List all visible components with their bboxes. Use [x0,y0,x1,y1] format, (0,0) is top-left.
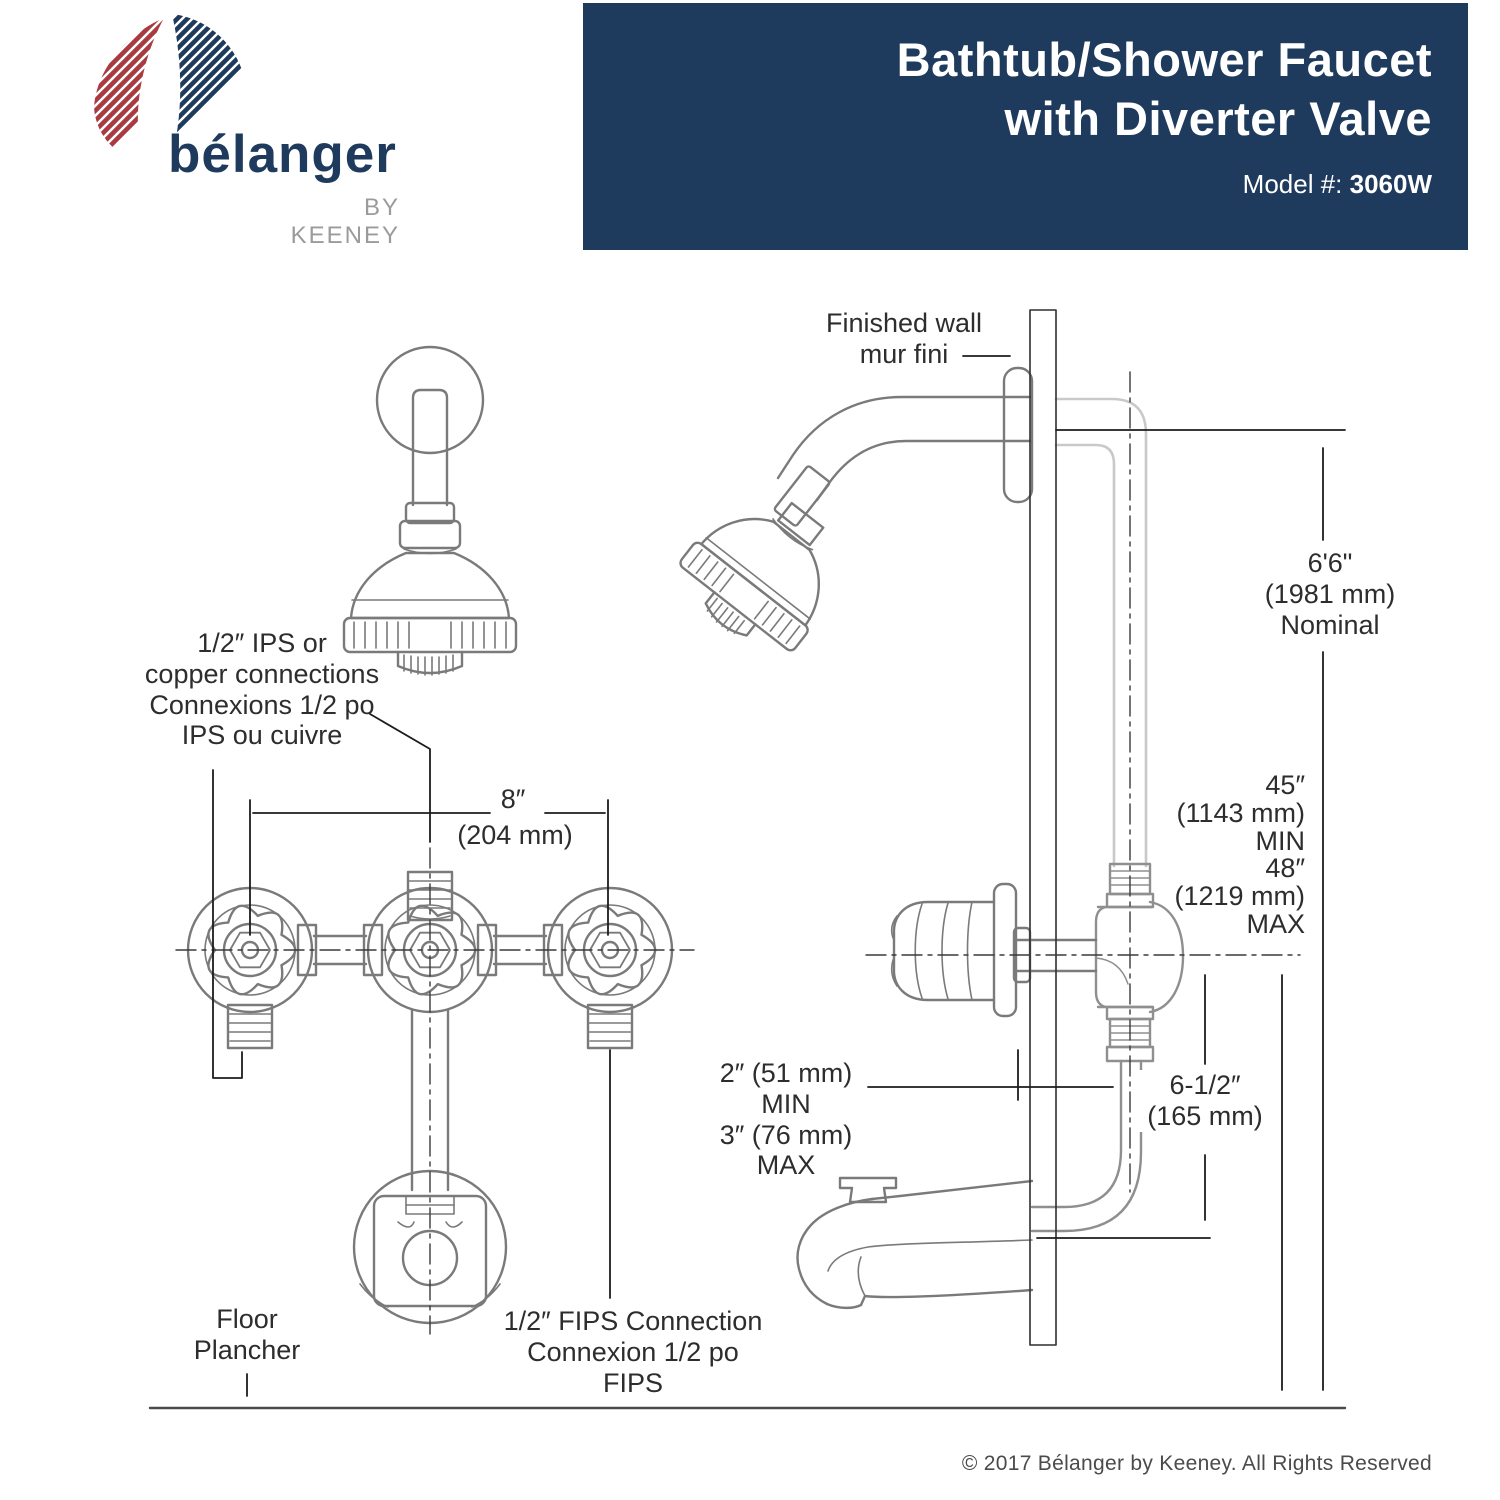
label-floor: Floor Plancher [193,1304,301,1365]
label-dim-8-mm: (204 mm) [457,820,573,850]
copyright-text: © 2017 Bélanger by Keeney. All Rights Re… [961,1452,1432,1475]
front-view-shower-head [342,345,518,676]
belanger-logo-icon [94,14,246,164]
label-valve-height: 45″ (1143 mm) MIN 48″ (1219 mm) MAX [1174,770,1305,939]
side-view-dimensions [867,355,1346,1391]
brand-byline: BY KEENEY [290,194,400,249]
label-spout-drop: 6-1/2″ (165 mm) [1138,1070,1272,1132]
brand-name: bélanger [168,125,397,184]
model-label: Model #: [1242,168,1350,199]
page-title: Bathtub/Shower Faucet with Diverter Valv… [583,31,1432,149]
label-fips-connection: 1/2″ FIPS Connection Connexion 1/2 po FI… [503,1306,763,1398]
label-finished-wall: Finished wall mur fini [825,308,983,369]
side-view [679,309,1185,1346]
title-line-1: Bathtub/Shower Faucet [896,33,1432,86]
header-banner: Bathtub/Shower Faucet with Diverter Valv… [583,3,1468,250]
label-ips-connections: 1/2″ IPS or copper connections Connexion… [144,628,380,751]
label-wall-thickness: 2″ (51 mm) MIN 3″ (76 mm) MAX [719,1058,853,1181]
model-number-line: Model #: 3060W [583,169,1432,200]
front-view-dimensions [212,713,611,1397]
label-dim-8-inch: 8″ [500,784,526,814]
model-number: 3060W [1349,168,1432,199]
label-nominal-height: 6'6" (1981 mm) Nominal [1264,548,1396,640]
title-line-2: with Diverter Valve [1004,91,1432,145]
